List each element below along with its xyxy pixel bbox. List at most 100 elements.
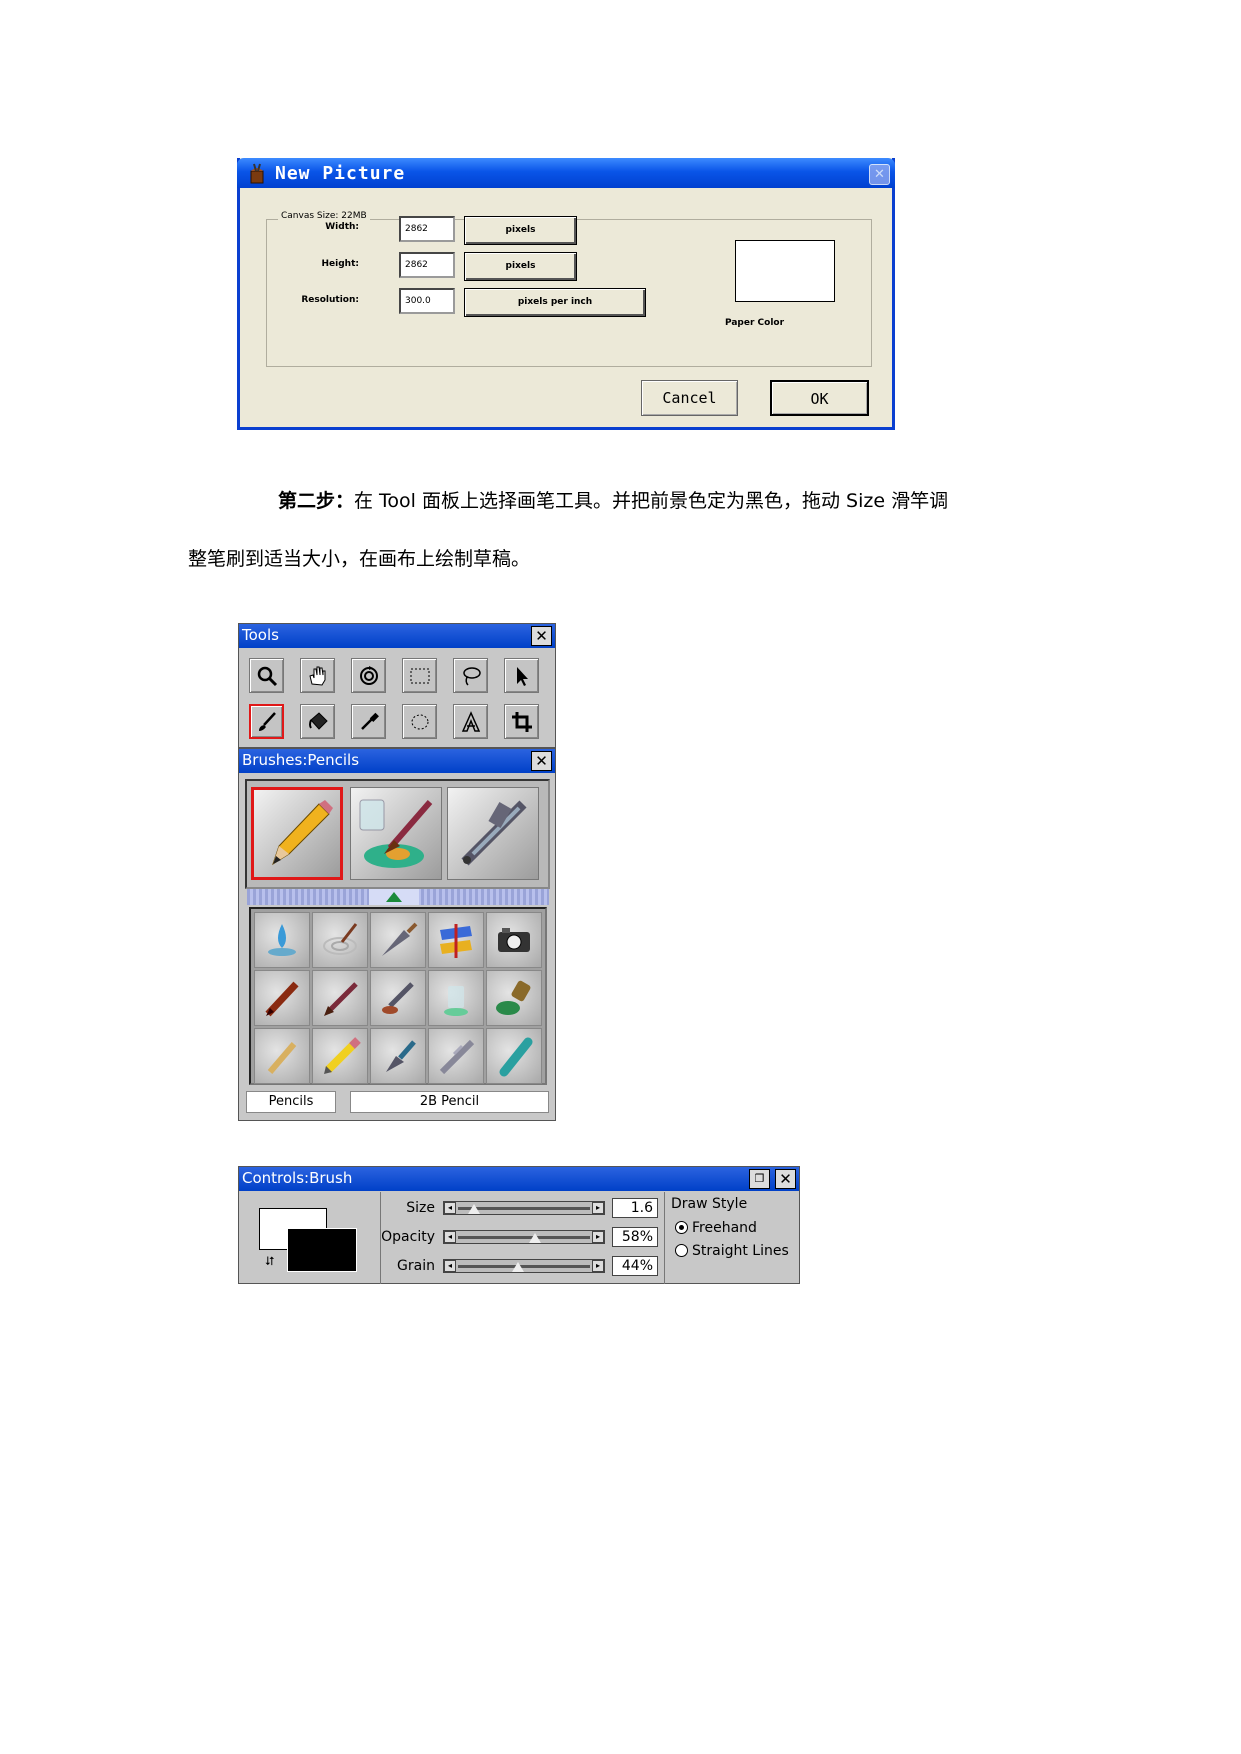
ok-button[interactable]: OK	[770, 380, 869, 416]
layers-icon[interactable]	[428, 912, 484, 968]
close-icon[interactable]: ✕	[531, 751, 552, 771]
step-paragraph-line-1: 第二步：在 Tool 面板上选择画笔工具。并把前景色定为黑色，拖动 Size 滑…	[278, 486, 948, 513]
opacity-label: Opacity	[381, 1229, 435, 1245]
pen-nib-icon[interactable]	[370, 1028, 426, 1084]
opacity-value[interactable]: 58%	[612, 1227, 658, 1247]
arrow-select-icon[interactable]	[504, 658, 539, 693]
radio-selected-icon[interactable]	[675, 1221, 688, 1234]
resolution-label: Resolution:	[301, 295, 359, 305]
brush-icon[interactable]	[249, 704, 284, 739]
water-drop-icon[interactable]	[254, 912, 310, 968]
slider-thumb[interactable]	[528, 1233, 541, 1243]
brushes-palette: Brushes:Pencils ✕	[238, 748, 556, 1121]
height-label: Height:	[321, 259, 359, 269]
left-arrow-icon[interactable]: ◂	[444, 1231, 456, 1243]
chalk-icon[interactable]	[254, 970, 310, 1026]
tools-palette: Tools ✕	[238, 623, 556, 748]
grain-value[interactable]: 44%	[612, 1256, 658, 1276]
draw-style-group: Draw Style Freehand Straight Lines	[664, 1192, 800, 1284]
left-arrow-icon[interactable]: ◂	[444, 1202, 456, 1214]
text-icon[interactable]	[453, 704, 488, 739]
oval-select-icon[interactable]	[402, 704, 437, 739]
paint-bucket-icon[interactable]	[300, 704, 335, 739]
brush-category-well	[245, 779, 550, 889]
opacity-slider[interactable]: ◂ ▸	[443, 1230, 605, 1244]
paint-bucket-app-icon	[250, 163, 264, 184]
paper-color-label: Paper Color	[725, 318, 785, 328]
felt-pen-icon[interactable]	[370, 970, 426, 1026]
magnifier-icon[interactable]	[249, 658, 284, 693]
primary-color-swatch[interactable]	[287, 1228, 357, 1272]
lasso-icon[interactable]	[453, 658, 488, 693]
crop-icon[interactable]	[504, 704, 539, 739]
height-unit-select[interactable]: pixels	[464, 252, 577, 281]
brush-variant-select[interactable]: 2B Pencil	[350, 1091, 549, 1113]
airbrush-category-icon[interactable]	[447, 787, 539, 880]
brushes-title: Brushes:Pencils	[242, 751, 360, 769]
controls-brush-palette: Controls:Brush ❐ ✕ ⮃ Size ◂ ▸ 1.6 Opacit…	[238, 1166, 800, 1284]
straight-lines-option[interactable]: Straight Lines	[675, 1243, 789, 1259]
dialog-titlebar: New Picture ✕	[237, 158, 895, 188]
canvas-size-label: Canvas Size: 22MB	[278, 211, 370, 221]
liquid-swirl-icon[interactable]	[312, 912, 368, 968]
airbrush-icon[interactable]	[428, 1028, 484, 1084]
water-glass-icon[interactable]	[428, 970, 484, 1026]
camera-icon[interactable]	[486, 912, 542, 968]
slider-thumb[interactable]	[511, 1262, 524, 1272]
size-slider[interactable]: ◂ ▸	[443, 1201, 605, 1215]
size-value[interactable]: 1.6	[612, 1198, 658, 1218]
freehand-label: Freehand	[692, 1220, 757, 1236]
paint-can-icon[interactable]	[486, 970, 542, 1026]
rotate-page-icon[interactable]	[351, 658, 386, 693]
paper-color-swatch[interactable]	[735, 240, 835, 302]
pencils-category-icon[interactable]	[251, 787, 343, 880]
freehand-option[interactable]: Freehand	[675, 1220, 757, 1236]
oil-brush-icon[interactable]	[312, 970, 368, 1026]
palette-knife-icon[interactable]	[370, 912, 426, 968]
close-icon[interactable]: ✕	[775, 1169, 796, 1189]
right-arrow-icon[interactable]: ▸	[592, 1202, 604, 1214]
width-field[interactable]	[399, 216, 455, 242]
controls-titlebar: Controls:Brush ❐ ✕	[239, 1167, 799, 1191]
draw-style-label: Draw Style	[671, 1196, 748, 1212]
resolution-field[interactable]	[399, 288, 455, 314]
height-field[interactable]	[399, 252, 455, 278]
radio-unselected-icon[interactable]	[675, 1244, 688, 1257]
right-arrow-icon[interactable]: ▸	[592, 1231, 604, 1243]
new-picture-dialog: New Picture ✕ Canvas Size: 22MB Width: p…	[237, 158, 895, 430]
slider-thumb[interactable]	[467, 1204, 480, 1214]
cancel-button[interactable]: Cancel	[641, 380, 738, 416]
tools-titlebar: Tools ✕	[239, 624, 555, 648]
tools-title: Tools	[242, 626, 279, 644]
triangle-up-icon[interactable]	[369, 889, 419, 905]
restore-icon[interactable]: ❐	[749, 1169, 770, 1189]
opacity-slider-row: Opacity ◂ ▸ 58%	[381, 1226, 667, 1248]
dialog-title: New Picture	[275, 163, 406, 184]
right-arrow-icon[interactable]: ▸	[592, 1260, 604, 1272]
grain-slider[interactable]: ◂ ▸	[443, 1259, 605, 1273]
oils-category-icon[interactable]	[350, 787, 442, 880]
resolution-unit-select[interactable]: pixels per inch	[464, 288, 646, 317]
brush-drawer-handle[interactable]	[247, 889, 549, 905]
brush-category-select[interactable]: Pencils	[246, 1091, 336, 1113]
step-paragraph-line-2: 整笔刷到适当大小，在画布上绘制草稿。	[188, 548, 531, 570]
width-unit-select[interactable]: pixels	[464, 216, 577, 245]
brushes-titlebar: Brushes:Pencils ✕	[239, 749, 555, 773]
marker-icon[interactable]	[486, 1028, 542, 1084]
close-icon[interactable]: ✕	[531, 626, 552, 646]
size-label: Size	[406, 1200, 435, 1216]
close-icon[interactable]: ✕	[869, 164, 890, 185]
width-label: Width:	[325, 222, 359, 232]
color-swatches: ⮃	[239, 1192, 381, 1284]
charcoal-icon[interactable]	[254, 1028, 310, 1084]
rectangle-select-icon[interactable]	[402, 658, 437, 693]
left-arrow-icon[interactable]: ◂	[444, 1260, 456, 1272]
grabber-icon[interactable]	[300, 658, 335, 693]
dropper-icon[interactable]	[351, 704, 386, 739]
grain-slider-row: Grain ◂ ▸ 44%	[383, 1255, 667, 1277]
size-slider-row: Size ◂ ▸ 1.6	[383, 1197, 667, 1219]
crayon-icon[interactable]	[312, 1028, 368, 1084]
brush-variant-grid	[249, 907, 547, 1085]
swap-colors-icon[interactable]: ⮃	[265, 1254, 275, 1268]
step-heading: 第二步：	[278, 490, 355, 512]
